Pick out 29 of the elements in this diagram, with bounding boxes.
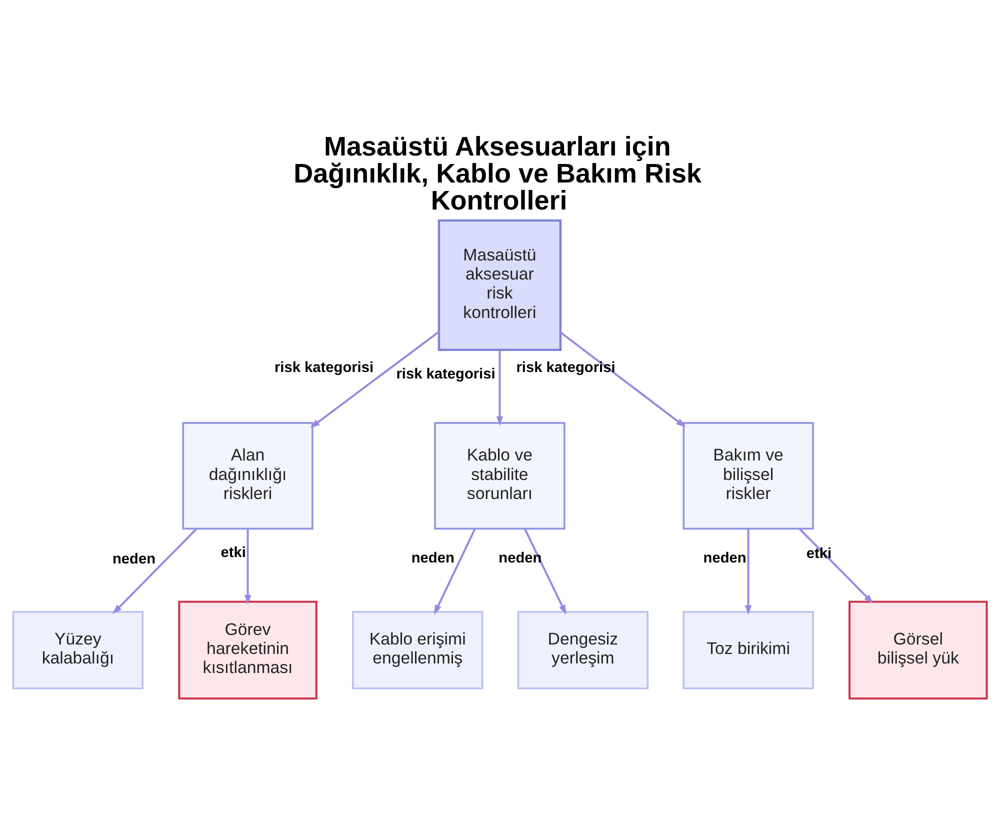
edge-label: risk kategorisi (396, 366, 496, 382)
node-box: Alan dağınıklığı riskleri (182, 422, 314, 530)
arrow (524, 528, 566, 615)
arrow (496, 350, 504, 426)
arrow (560, 332, 686, 428)
edge-label: etki (220, 545, 246, 562)
arrow (798, 528, 874, 604)
edge-label: etki (806, 546, 832, 562)
diagram-title: Masaüstü Aksesuarları için Dağınıklık, Kablo ve Bakım Risk Kontrolleri (294, 131, 702, 216)
edge-label: neden (703, 550, 746, 566)
node-box: Görsel bilişsel yük (848, 600, 988, 700)
node-box: Masaüstü aksesuar risk kontrolleri (438, 219, 562, 351)
node-box: Kablo ve stabilite sorunları (434, 422, 566, 530)
node-box: Görev hareketinin kısıtlanması (178, 600, 318, 700)
arrow (112, 528, 198, 614)
node-box: Dengesiz yerleşim (517, 611, 649, 690)
arrow (244, 529, 252, 605)
arrow (310, 331, 440, 428)
arrow (744, 529, 752, 615)
node-box: Kablo erişimi engellenmiş (352, 611, 484, 690)
edge-label: neden (498, 550, 542, 567)
node-box: Toz birikimi (682, 611, 814, 690)
node-box: Yüzey kalabalığı (12, 611, 144, 690)
edge-label: neden (411, 550, 454, 567)
edge-label: risk kategorisi (516, 360, 616, 376)
edge-label: risk kategorisi (274, 360, 374, 376)
arrow (434, 528, 476, 615)
node-box: Bakım ve bilişsel riskler (682, 422, 814, 530)
edge-label: neden (112, 551, 156, 568)
